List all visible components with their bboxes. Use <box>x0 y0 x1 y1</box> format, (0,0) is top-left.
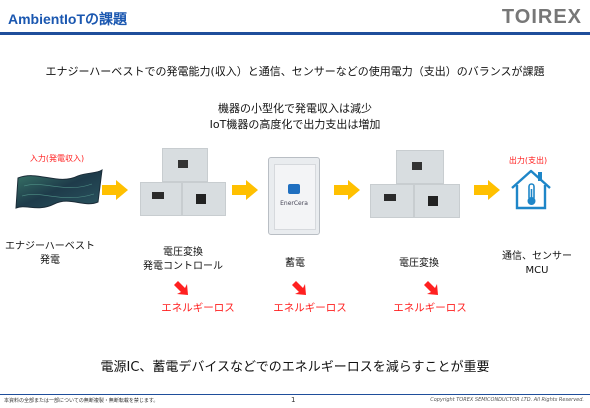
loss-arrow-icon <box>292 281 306 295</box>
battery-label: EnerCera <box>280 200 308 207</box>
flow-arrow-icon <box>232 180 258 200</box>
ic-photos <box>140 148 226 218</box>
page-number: 1 <box>291 396 296 404</box>
input-label: 入力(発電収入) <box>29 154 85 163</box>
energy-loss-label: エネルギーロス <box>273 302 347 314</box>
loss-arrow-icon <box>424 281 438 295</box>
ic-photos <box>370 150 460 220</box>
stage-label-line: 発電 <box>40 255 60 266</box>
page-title: AmbientIoTの課題 <box>8 11 127 27</box>
energy-loss-label: エネルギーロス <box>393 302 467 314</box>
stage-label-line: 電圧変換 <box>399 258 439 269</box>
smart-house-icon <box>511 169 551 210</box>
battery-image: EnerCera <box>268 157 320 235</box>
battery-logo-icon <box>288 184 300 194</box>
flow-arrow-icon <box>334 180 360 200</box>
conclusion-text: 電源IC、蓄電デバイスなどでのエネルギーロスを減らすことが重要 <box>100 360 490 375</box>
title-divider <box>0 32 590 35</box>
stage-label-storage: 蓄電 <box>270 257 320 271</box>
copyright: Copyright TOREX SEMICONDUCTOR LTD. All R… <box>430 397 584 403</box>
stage-label-harvest: エナジーハーベスト 発電 <box>2 240 98 268</box>
stage-label-conversion-2: 電圧変換 <box>384 257 454 271</box>
stage-label-line: 発電コントロール <box>143 261 223 272</box>
note-line-1: 機器の小型化で発電収入は減少 <box>218 102 372 115</box>
stage-label-line: 通信、センサー <box>502 251 572 262</box>
stage-label-load: 通信、センサー MCU <box>492 250 582 278</box>
energy-loss-label: エネルギーロス <box>161 302 235 314</box>
stage-label-line: MCU <box>525 265 549 276</box>
output-label: 出力(支出) <box>508 156 548 165</box>
stage-label-line: 電圧変換 <box>163 247 203 258</box>
footer-divider <box>0 394 590 395</box>
stage-label-line: 蓄電 <box>285 258 305 269</box>
note-line-2: IoT機器の高度化で出力支出は増加 <box>209 118 381 131</box>
loss-arrow-icon <box>174 281 188 295</box>
stage-label-conversion: 電圧変換 発電コントロール <box>128 246 238 274</box>
stage-label-line: エナジーハーベスト <box>5 241 95 252</box>
subtitle: エナジーハーベストでの発電能力(収入）と通信、センサーなどの使用電力（支出）のバ… <box>45 65 545 78</box>
flow-arrow-icon <box>102 180 128 200</box>
flow-arrow-icon <box>474 180 500 200</box>
footer-notice: 本資料の全部または一部についての無断複製・無断転載を禁じます。 <box>4 398 159 404</box>
company-logo: TOIREX <box>501 6 582 28</box>
solar-sheet-icon <box>15 168 103 209</box>
